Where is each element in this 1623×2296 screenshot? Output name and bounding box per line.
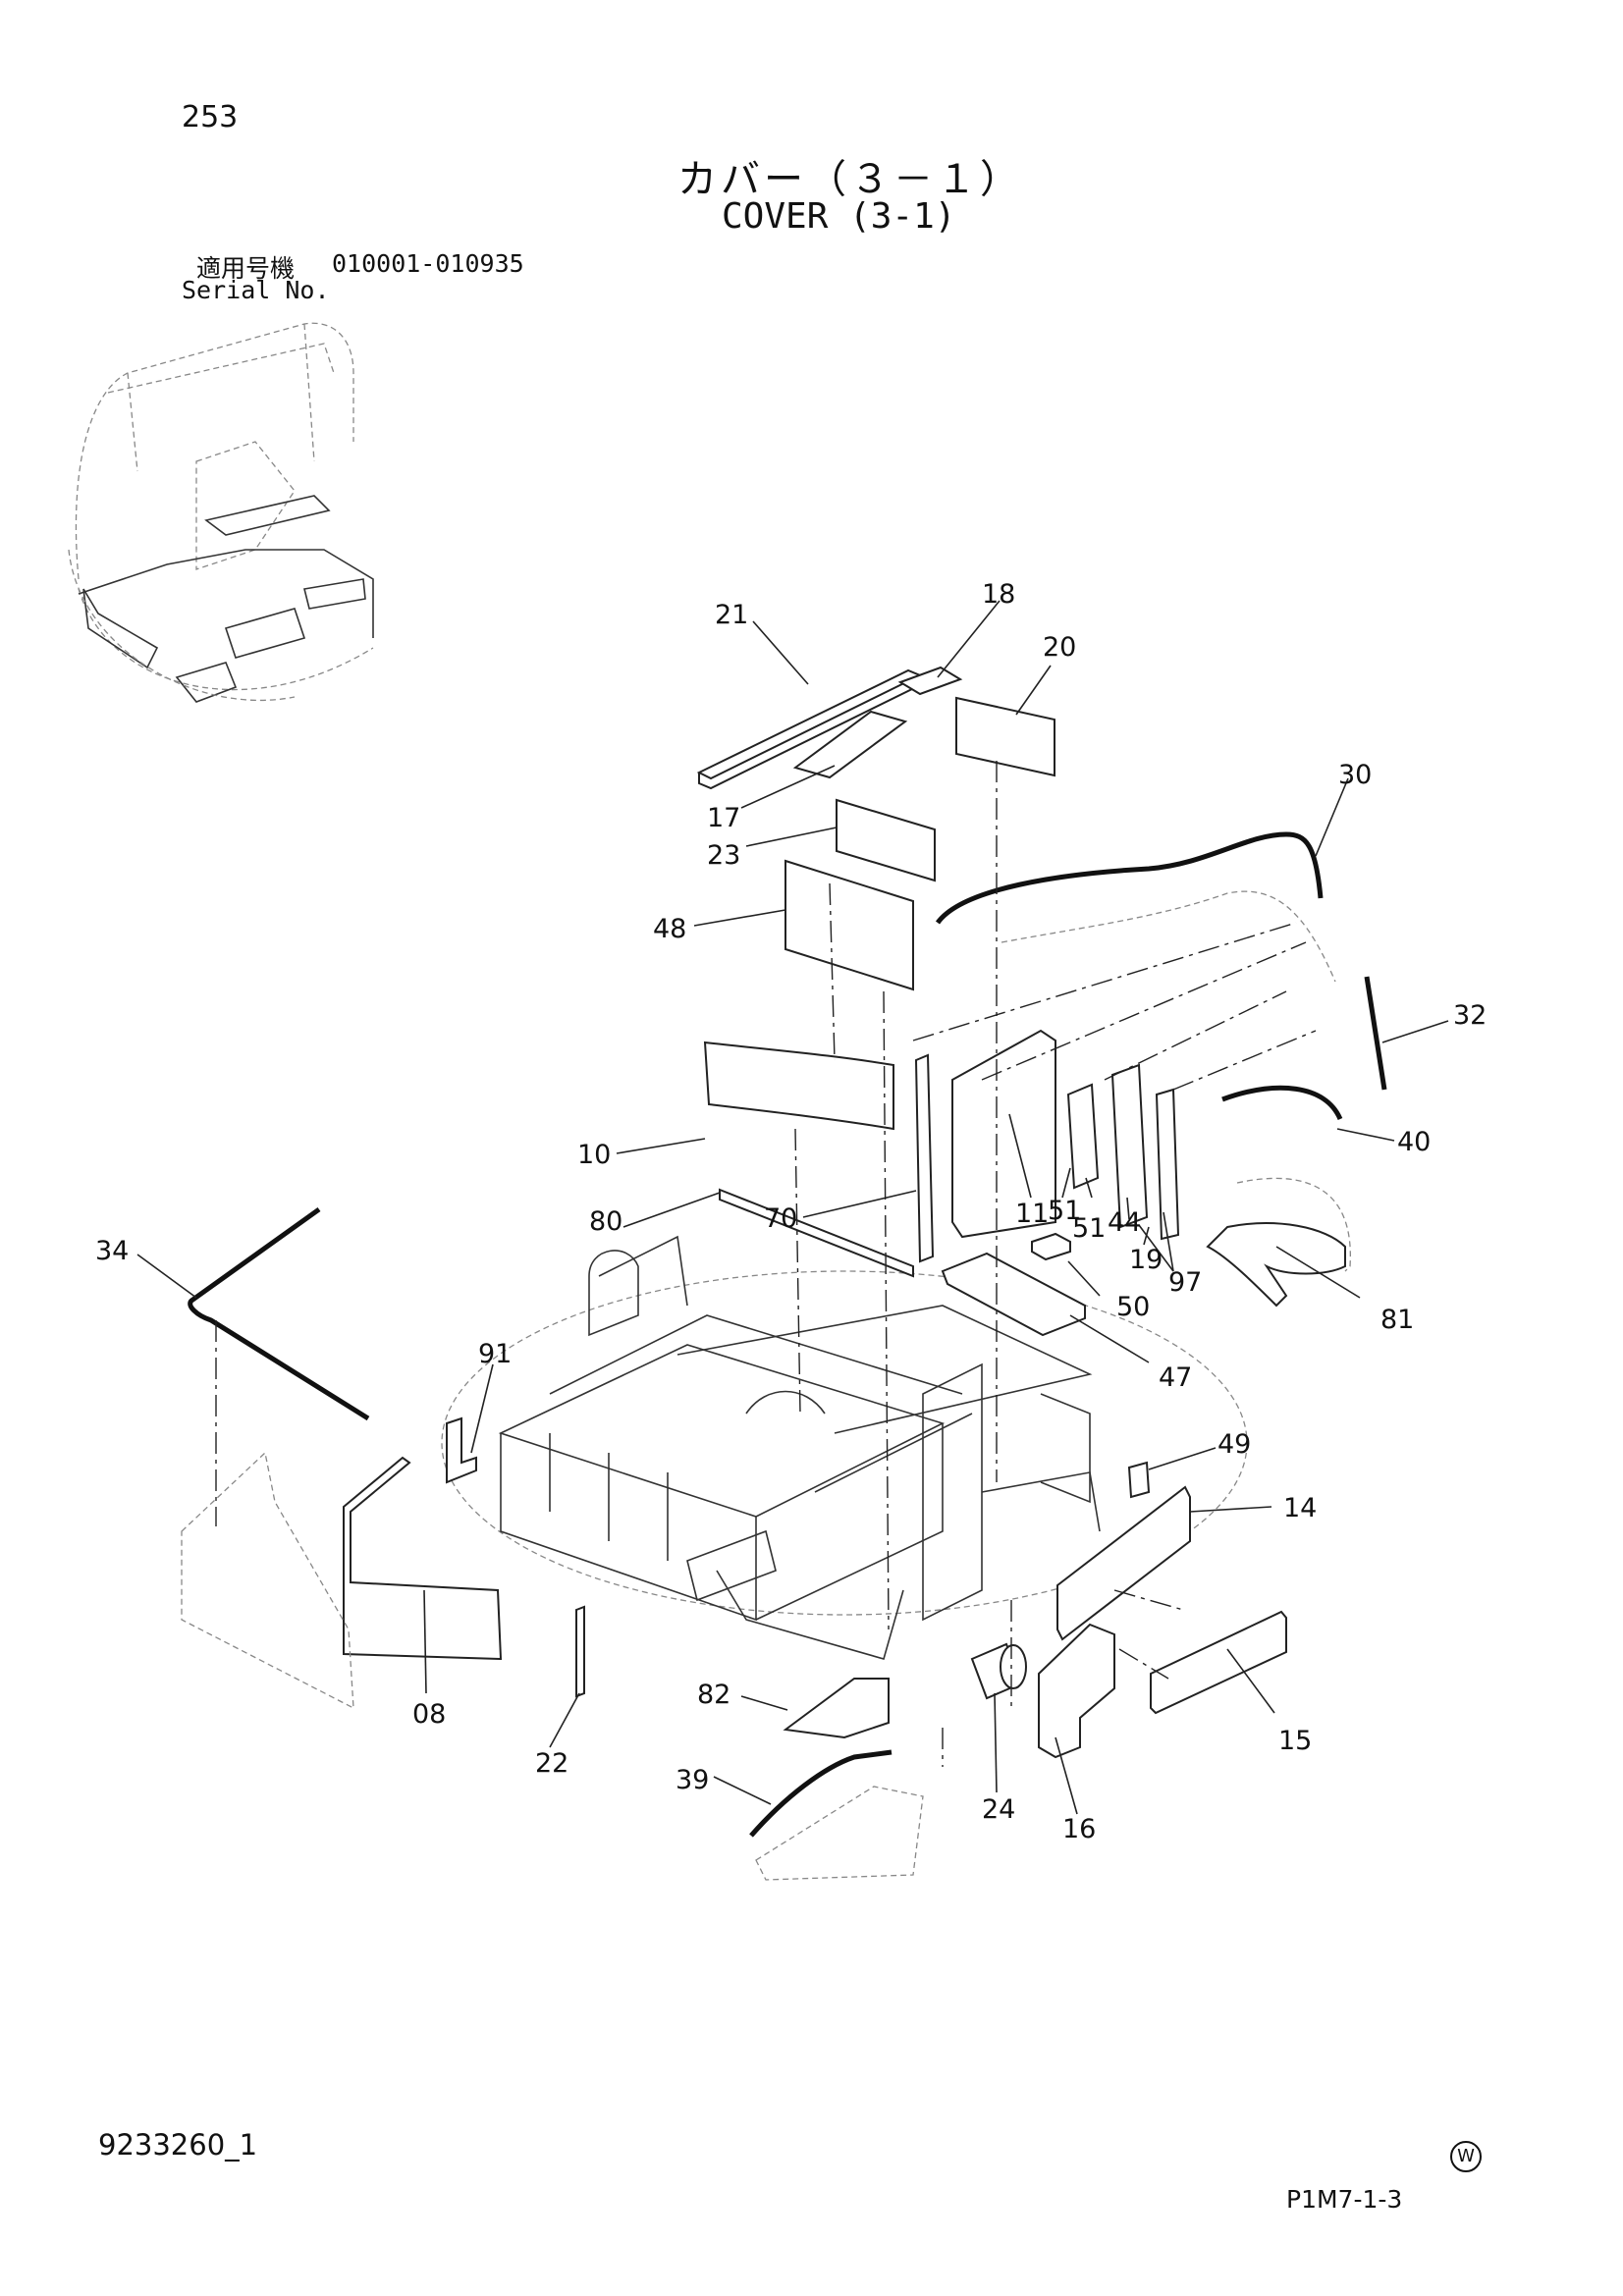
machine-overview-icon (68, 322, 374, 703)
callout-80: 80 (589, 1206, 622, 1237)
part-24 (970, 1642, 1027, 1700)
callout-17: 17 (707, 803, 740, 833)
callout-21: 21 (715, 600, 748, 630)
part-49 (1127, 1461, 1151, 1499)
part-40 (1221, 1085, 1343, 1121)
part-15 (1150, 1610, 1287, 1715)
serial-range: 010001-010935 (332, 249, 524, 278)
part-19 (1155, 1088, 1180, 1241)
serial-label-english: Serial No. (182, 276, 330, 304)
callout-22: 22 (535, 1748, 568, 1779)
callout-16: 16 (1062, 1814, 1096, 1844)
part-48 (784, 859, 914, 991)
callout-39: 39 (676, 1765, 709, 1795)
callout-51: 51 (1072, 1213, 1106, 1244)
part-14 (1056, 1485, 1191, 1641)
callout-34: 34 (95, 1236, 129, 1266)
callout-70: 70 (764, 1203, 797, 1234)
callout-40: 40 (1397, 1127, 1431, 1157)
title-japanese: カバー（３－１） (677, 157, 1023, 202)
part-20 (955, 696, 1055, 777)
callout-48: 48 (653, 914, 686, 944)
callout-49: 49 (1217, 1429, 1251, 1460)
callout-08: 08 (412, 1699, 446, 1730)
callout-14: 14 (1283, 1493, 1317, 1523)
callout-24: 24 (982, 1794, 1015, 1825)
part-17 (792, 710, 908, 779)
part-81 (1206, 1222, 1346, 1308)
callout-44: 44 (1108, 1207, 1141, 1238)
leader-lines (136, 600, 1449, 1815)
part-22 (575, 1605, 585, 1698)
circled-w-icon: W (1450, 2141, 1482, 2172)
upper-frame (441, 1235, 1248, 1660)
callout-50: 50 (1116, 1292, 1150, 1322)
callout-47: 47 (1159, 1362, 1192, 1393)
callout-20: 20 (1043, 632, 1076, 663)
callout-11: 11 (1015, 1199, 1049, 1229)
callout-81: 81 (1380, 1305, 1414, 1335)
callout-10: 10 (577, 1140, 611, 1170)
part-91 (446, 1416, 477, 1484)
callout-91: 91 (478, 1339, 512, 1369)
part-08 (343, 1456, 503, 1661)
callout-97: 97 (1168, 1267, 1202, 1298)
part-11 (951, 1029, 1056, 1239)
callout-labels: 21 18 20 17 23 30 48 32 10 40 70 80 11 5… (95, 579, 1487, 1844)
callout-23: 23 (707, 840, 740, 871)
part-23 (836, 798, 936, 882)
part-16 (1038, 1623, 1115, 1759)
part-30 (935, 831, 1324, 925)
serial-label-japanese: 適用号機 (196, 254, 296, 283)
part-82 (783, 1678, 890, 1739)
page-number: 253 (182, 100, 239, 134)
callout-15: 15 (1278, 1726, 1312, 1756)
part-44 (1110, 1063, 1149, 1229)
title-english: COVER (3-1) (722, 196, 956, 237)
page-code: P1M7-1-3 (1286, 2185, 1403, 2214)
centerlines (215, 761, 1317, 1767)
callout-18: 18 (982, 579, 1015, 610)
callout-19: 19 (1129, 1245, 1163, 1275)
part-51 (1066, 1083, 1100, 1190)
callout-51: 51 (1048, 1196, 1081, 1226)
part-34 (188, 1206, 370, 1421)
part-80 (719, 1188, 914, 1278)
part-32 (1364, 976, 1387, 1091)
part-47 (941, 1252, 1086, 1337)
part-18 (897, 666, 963, 696)
document-id: 9233260_1 (98, 2128, 258, 2162)
callout-30: 30 (1338, 760, 1372, 790)
callout-32: 32 (1453, 1000, 1487, 1031)
part-50 (1031, 1232, 1071, 1261)
part-70 (914, 1053, 935, 1263)
part-10 (703, 1041, 894, 1131)
callout-82: 82 (697, 1680, 730, 1710)
part-39 (749, 1749, 893, 1838)
